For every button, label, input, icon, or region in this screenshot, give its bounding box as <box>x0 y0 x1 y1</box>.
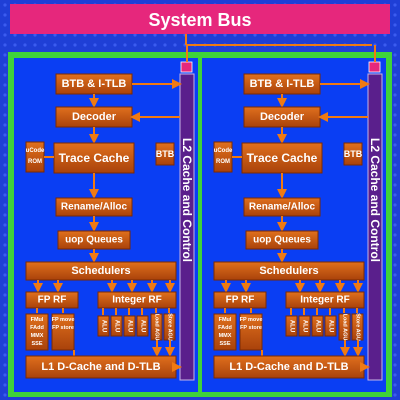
ucode-label: uCode <box>26 148 45 154</box>
l1-dcache-label: L1 D-Cache and D-TLB <box>41 361 160 373</box>
fp-rf-block <box>25 291 79 309</box>
integer-rf-label: Integer RF <box>112 295 161 306</box>
agu-1-label: Store AGU <box>167 313 173 341</box>
fp-unit-0 <box>25 313 49 351</box>
integer-rf-label: Integer RF <box>300 295 349 306</box>
alu-0 <box>285 315 298 337</box>
l2-cache-block <box>179 73 195 381</box>
alu-3-label: ALU <box>140 320 146 332</box>
btb-itlb-label: BTB & I-TLB <box>62 78 127 90</box>
integer-rf-block <box>97 291 177 309</box>
system-bus-label: System Bus <box>148 10 251 30</box>
agu-0-label: Load AGU <box>154 314 160 341</box>
bus-connector <box>180 61 193 73</box>
btb-side-block <box>343 142 363 166</box>
alu-0-label: ALU <box>101 320 107 332</box>
trace-cache-label: Trace Cache <box>59 151 130 165</box>
core-2: L2 Cache and Control BTB & I-TLB Decoder uC… <box>202 45 386 392</box>
alu-2 <box>311 315 324 337</box>
alu-2-label: ALU <box>315 320 321 332</box>
rename-alloc-label: Rename/Alloc <box>61 202 128 213</box>
fp-unit-0-text-1: FAdd <box>218 325 232 331</box>
ucode-label: uCode <box>214 148 233 154</box>
btb-side-label: BTB <box>156 149 175 159</box>
ucode-rom-block <box>25 141 45 173</box>
fp-rf-label: FP RF <box>226 295 255 306</box>
uop-queues-label: uop Queues <box>65 235 123 246</box>
fp-unit-0-text-1: FAdd <box>30 325 44 331</box>
fp-unit-0-text-2: MMX <box>31 333 44 339</box>
fp-unit-1-text-0: FP move <box>52 317 75 323</box>
ucode-rom-block <box>213 141 233 173</box>
bus-connector <box>368 61 381 73</box>
schedulers-label: Schedulers <box>259 265 318 277</box>
fp-unit-0 <box>213 313 237 351</box>
fp-unit-1-text-0: FP move <box>240 317 263 323</box>
fp-unit-0-text-3: SSE <box>219 341 230 347</box>
system-bus <box>10 4 390 34</box>
alu-0 <box>97 315 110 337</box>
l2-cache-label: L2 Cache and Control <box>368 138 382 262</box>
btb-side-block <box>155 142 175 166</box>
fp-unit-0-text-0: FMul <box>219 317 232 323</box>
rename-alloc-label: Rename/Alloc <box>249 202 316 213</box>
fp-unit-1 <box>239 313 263 351</box>
rom-label: ROM <box>216 159 230 165</box>
btb-side-label: BTB <box>344 149 363 159</box>
fp-unit-1-text-1: FP store <box>52 325 74 331</box>
alu-1 <box>110 315 123 337</box>
trace-cache-label: Trace Cache <box>247 151 318 165</box>
alu-3 <box>324 315 337 337</box>
agu-1-label: Store AGU <box>355 313 361 341</box>
alu-1 <box>298 315 311 337</box>
fp-unit-1-text-1: FP store <box>240 325 262 331</box>
schedulers-label: Schedulers <box>71 265 130 277</box>
core-1: L2 Cache and Control BTB & I-TLB Decoder uC… <box>14 45 198 392</box>
uop-queues-label: uop Queues <box>253 235 311 246</box>
alu-2-label: ALU <box>127 320 133 332</box>
fp-unit-0-text-2: MMX <box>219 333 232 339</box>
l2-cache-label: L2 Cache and Control <box>180 138 194 262</box>
alu-0-label: ALU <box>289 320 295 332</box>
l1-dcache-label: L1 D-Cache and D-TLB <box>229 361 348 373</box>
schedulers-block <box>25 261 177 281</box>
alu-1-label: ALU <box>114 320 120 332</box>
l2-cache-block <box>367 73 383 381</box>
btb-itlb-label: BTB & I-TLB <box>250 78 315 90</box>
fp-rf-block <box>213 291 267 309</box>
fp-unit-0-text-3: SSE <box>31 341 42 347</box>
agu-0-label: Load AGU <box>342 314 348 341</box>
fp-rf-label: FP RF <box>38 295 67 306</box>
schedulers-block <box>213 261 365 281</box>
integer-rf-block <box>285 291 365 309</box>
alu-1-label: ALU <box>302 320 308 332</box>
alu-3-label: ALU <box>328 320 334 332</box>
fp-unit-0-text-0: FMul <box>31 317 44 323</box>
rom-label: ROM <box>28 159 42 165</box>
decoder-label: Decoder <box>72 111 117 123</box>
decoder-label: Decoder <box>260 111 305 123</box>
fp-unit-1 <box>51 313 75 351</box>
alu-3 <box>136 315 149 337</box>
alu-2 <box>123 315 136 337</box>
